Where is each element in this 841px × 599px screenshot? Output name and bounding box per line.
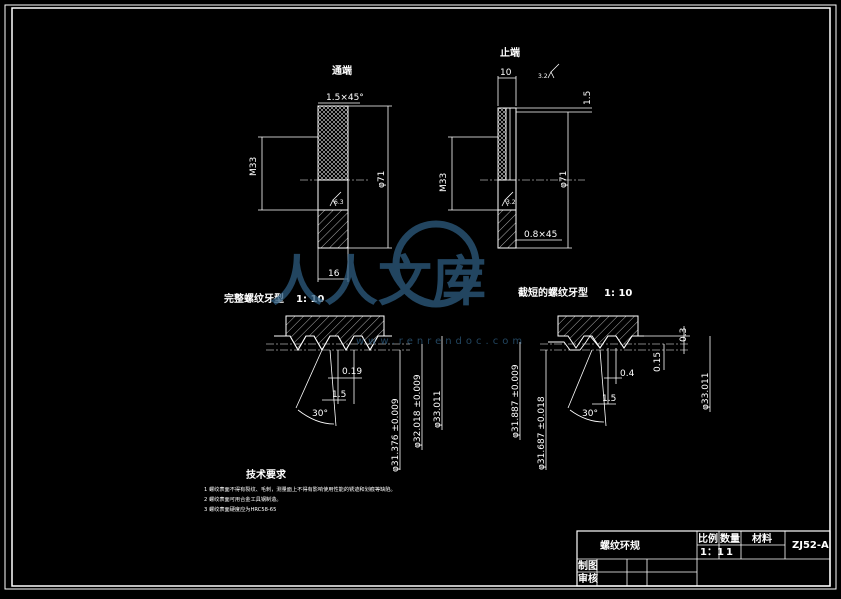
truncated-thread-profile [548,335,644,351]
tech-item-2: 2 螺纹表面可用合金工具钢制造。 [204,495,282,503]
truncated-dim-015: 0.15 [653,352,663,372]
complete-profile-title: 完整螺纹牙型 [224,292,284,305]
complete-thread-profile [274,335,392,351]
go-roughness: 6.3 [334,199,344,206]
complete-dim-pitch-dia: φ32.018 ±0.009 [413,374,423,448]
go-thread-dim: M33 [249,157,259,176]
truncated-thread-hatch [557,315,639,349]
stop-roughness: 3.2 [506,199,516,206]
title-block-v-scale: 1：1 [700,547,724,558]
watermark-url: www.renrendoc.com [356,336,526,347]
title-block-name: 螺纹环规 [600,539,640,552]
truncated-profile-scale: 1: 10 [604,288,632,299]
tech-item-1: 1 螺纹表面不得有裂纹、毛刺，测量面上不得有影响使用性能的锈迹和划痕等缺陷。 [204,485,396,493]
stop-end-view: 止端 10 3.2 1.5 M33 φ71 3.2 0.8×45 [439,46,593,249]
stop-knurl-section [497,107,507,181]
truncated-dim-03: 0.3 [679,328,689,342]
truncated-dim-pitch-dia: φ31.887 ±0.009 [511,364,521,438]
go-end-view: 通端 1.5×45° M33 φ71 6.3 16 [249,64,392,282]
tech-item-3: 3 螺纹表面硬度应为HRC58-65 [204,505,276,513]
complete-dim-pitch: 1.5 [332,390,346,400]
title-block-h-material: 材料 [752,532,772,545]
complete-dim-angle: 30° [312,409,328,419]
complete-profile-scale: 1: 10 [296,294,324,305]
tech-title: 技术要求 [246,468,287,481]
title-block-h-scale: 比例 [698,532,718,545]
title-block: 螺纹环规 比例 数量 材料 1：1 1 ZJ52-A 制图 审核 [576,530,831,587]
stop-width-dim: 10 [500,68,512,78]
truncated-dim-major: φ33.011 [701,373,711,410]
title-block-h-qty: 数量 [720,532,740,545]
complete-dim-major: φ33.011 [433,391,443,428]
stop-thread-dim: M33 [439,173,449,192]
go-end-title: 通端 [332,64,352,77]
go-width-dim: 16 [328,269,340,279]
title-block-drawn: 制图 [578,559,598,572]
truncated-profile-view: 截短的螺纹牙型 1: 10 0.3 0.15 0.4 1.5 30° φ31.8… [511,286,711,470]
truncated-dim-pitch: 1.5 [602,394,616,404]
outer-border [4,4,837,590]
complete-profile-view: 完整螺纹牙型 1: 10 0.19 1.5 30° φ31.376 ±0.009… [224,292,443,472]
truncated-dim-angle: 30° [582,409,598,419]
complete-dim-minor: φ31.376 ±0.009 [391,398,401,472]
watermark-logo-icon [392,220,480,308]
complete-dim-019: 0.19 [342,367,362,377]
inner-frame [11,7,831,587]
stop-chamfer-dim: 0.8×45 [524,230,557,240]
go-chamfer-dim: 1.5×45° [326,93,364,103]
title-block-v-qty: 1 [726,547,733,558]
truncated-dim-minor: φ31.687 ±0.018 [537,396,547,470]
truncated-dim-04: 0.4 [620,369,635,379]
stop-chamfer-side-dim: 1.5 [583,91,593,105]
title-block-checked: 审核 [578,572,598,585]
go-hatched-section [317,209,349,249]
tech-requirements: 技术要求 1 螺纹表面不得有裂纹、毛刺，测量面上不得有影响使用性能的锈迹和划痕等… [204,468,396,513]
stop-end-title: 止端 [500,46,520,59]
title-block-drawing-no: ZJ52-A [792,540,829,551]
stop-diameter-dim: φ71 [559,171,569,188]
stop-roughness-label: 3.2 [538,73,548,80]
stop-hatched-section [497,209,517,249]
go-diameter-dim: φ71 [377,171,387,188]
watermark: 人人文库 www.renrendoc.com [270,220,526,347]
watermark-text: 人人文库 [270,250,486,313]
truncated-profile-title: 截短的螺纹牙型 [518,286,588,299]
go-knurl-section [317,105,349,181]
